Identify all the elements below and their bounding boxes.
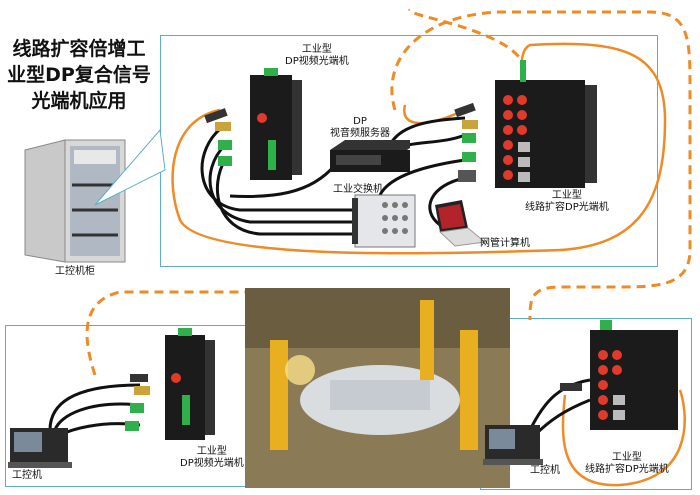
- laptop: [435, 200, 487, 247]
- cables: [48, 116, 591, 437]
- industrial-switch: [352, 194, 416, 248]
- title-line: 业型DP复合信号: [7, 64, 151, 86]
- callout-pointer: [94, 128, 166, 206]
- label-line: 工业型: [611, 452, 642, 463]
- industrial-pc-right: [483, 425, 543, 465]
- label-line: 线路扩容DP光端机: [585, 464, 669, 475]
- label-line: 工业型: [551, 190, 582, 201]
- fiber-link-dashed: [390, 8, 692, 321]
- label-br-ipc: 工控机: [530, 465, 560, 476]
- title-line: 光端机应用: [31, 90, 127, 112]
- label-line: 工业型: [301, 44, 332, 55]
- control-cabinet: [24, 139, 126, 263]
- fiber-link-dashed-left: [85, 290, 245, 376]
- label-bl-dp-converter: 工业型 DP视频光端机: [180, 446, 244, 470]
- factory-photo: [245, 288, 510, 488]
- label-line: DP视频光端机: [285, 56, 349, 67]
- label-nms-computer: 网管计算机: [480, 238, 530, 249]
- dp-video-converter-top: [250, 68, 302, 180]
- line-expansion-converter-bottom: [590, 320, 678, 430]
- label-line: DP: [353, 116, 367, 127]
- fiber-loop-br: [561, 389, 686, 487]
- label-top-line-converter: 工业型 线路扩容DP光端机: [525, 190, 609, 214]
- industrial-pc-left: [8, 428, 72, 468]
- label-line: 视音频服务器: [330, 128, 390, 139]
- connectors: [125, 102, 582, 431]
- label-line: 线路扩容DP光端机: [525, 202, 609, 213]
- fiber-loop-top: [171, 42, 667, 255]
- line-expansion-converter-top: [495, 60, 597, 188]
- title-line: 线路扩容倍增工: [12, 38, 146, 60]
- label-cabinet: 工控机柜: [55, 266, 95, 277]
- label-top-dp-converter: 工业型 DP视频光端机: [285, 44, 349, 68]
- label-switch: 工业交换机: [333, 184, 383, 195]
- diagram-title: 线路扩容倍增工 业型DP复合信号 光端机应用: [4, 36, 154, 114]
- label-dp-server: DP 视音频服务器: [330, 116, 390, 140]
- dp-video-converter-bottom: [165, 328, 215, 440]
- label-bl-ipc: 工控机: [12, 470, 42, 481]
- label-line: 工业型: [196, 446, 227, 457]
- fiber-short: [403, 104, 461, 125]
- dp-server: [330, 140, 410, 172]
- label-br-line-converter: 工业型 线路扩容DP光端机: [585, 452, 669, 476]
- label-line: DP视频光端机: [180, 458, 244, 469]
